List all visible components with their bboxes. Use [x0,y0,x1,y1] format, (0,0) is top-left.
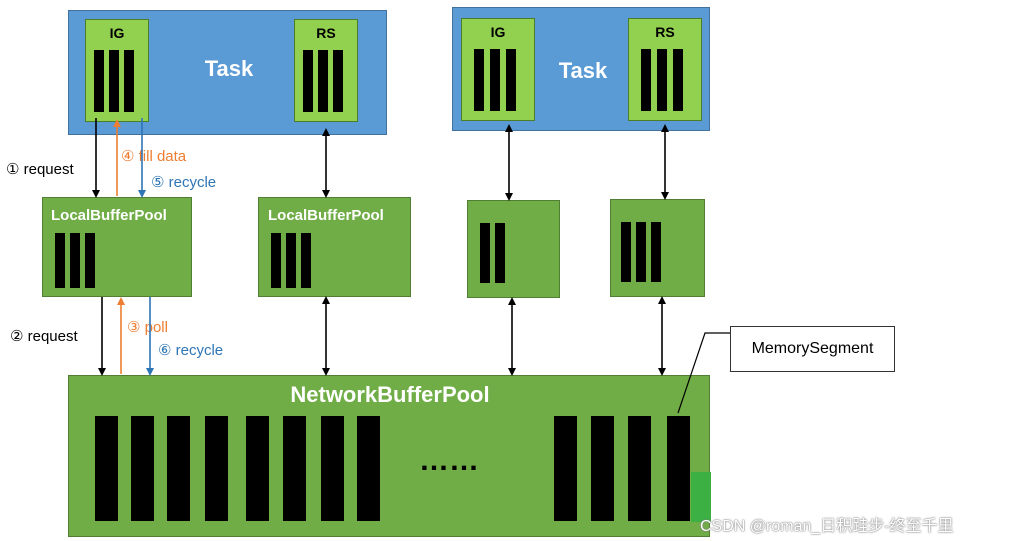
task-2-input-gate-label: IG [490,24,506,40]
memory-segment-bar [131,416,154,521]
annotation-request-1: ① request [6,161,74,178]
buffer-bar [621,222,631,282]
buffer-bar [657,49,667,111]
buffer-pool-4 [610,199,705,297]
buffer-bar [286,233,296,288]
buffer-bar [333,50,343,112]
local-buffer-pool-2-title: LocalBufferPool [268,207,384,224]
task-1-result-subpartition: RS [294,19,358,122]
task-2-input-gate: IG [461,18,535,121]
memory-segment-bar [591,416,614,521]
local-buffer-pool-1-title: LocalBufferPool [51,207,167,224]
annotation-recycle-6: ⑥ recycle [158,342,224,359]
buffer-bar [490,49,500,111]
memory-segment-bar [246,416,269,521]
buffer-bar [506,49,516,111]
buffer-bar [641,49,651,111]
network-buffer-pool: NetworkBufferPool …… [68,375,711,537]
highlight-strip [691,472,711,522]
buffer-bar [303,50,313,112]
annotation-request-2: ② request [10,328,78,345]
buffer-bar [495,223,505,283]
watermark: CSDN @roman_日积跬步-终至千里 [700,518,954,535]
buffer-bar [636,222,646,282]
buffer-bar [271,233,281,288]
buffer-pool-3 [467,200,560,298]
memory-segment-bar [283,416,306,521]
memory-segment-bar [205,416,228,521]
buffer-bar [94,50,104,112]
annotation-recycle-5: ⑤ recycle [151,174,217,191]
buffer-bar [109,50,119,112]
task-1: Task IG RS [68,10,387,135]
buffer-bar [318,50,328,112]
memory-segment-bar [321,416,344,521]
local-buffer-pool-2: LocalBufferPool [258,197,411,297]
task-1-input-gate-label: IG [109,25,125,41]
buffer-bar [480,223,490,283]
buffer-bar [124,50,134,112]
memory-segment-bar [357,416,380,521]
memory-segment-bar [95,416,118,521]
task-2-result-subpartition-label: RS [655,24,675,40]
memory-segment-bar [167,416,190,521]
task-1-title: Task [204,56,254,81]
buffer-bar [301,233,311,288]
task-1-result-subpartition-label: RS [316,25,336,41]
buffer-bar [673,49,683,111]
buffer-bar [85,233,95,288]
memory-segment-callout: MemorySegment [730,326,895,372]
memory-segment-bar [554,416,577,521]
annotation-fill-data-4: ④ fill data [121,148,187,165]
annotation-poll-3: ③ poll [127,319,168,336]
buffer-bar [651,222,661,282]
ellipsis: …… [419,444,479,477]
buffer-bar [70,233,80,288]
local-buffer-pool-1: LocalBufferPool [42,197,192,297]
buffer-bar [55,233,65,288]
task-2-title: Task [558,58,608,83]
network-buffer-pool-title: NetworkBufferPool [290,382,490,407]
task-2: Task IG RS [452,7,710,131]
task-2-result-subpartition: RS [628,18,702,121]
memory-segment-pointer [677,332,730,414]
memory-segment-bar [667,416,690,521]
buffer-bar [474,49,484,111]
memory-segment-bar [628,416,651,521]
